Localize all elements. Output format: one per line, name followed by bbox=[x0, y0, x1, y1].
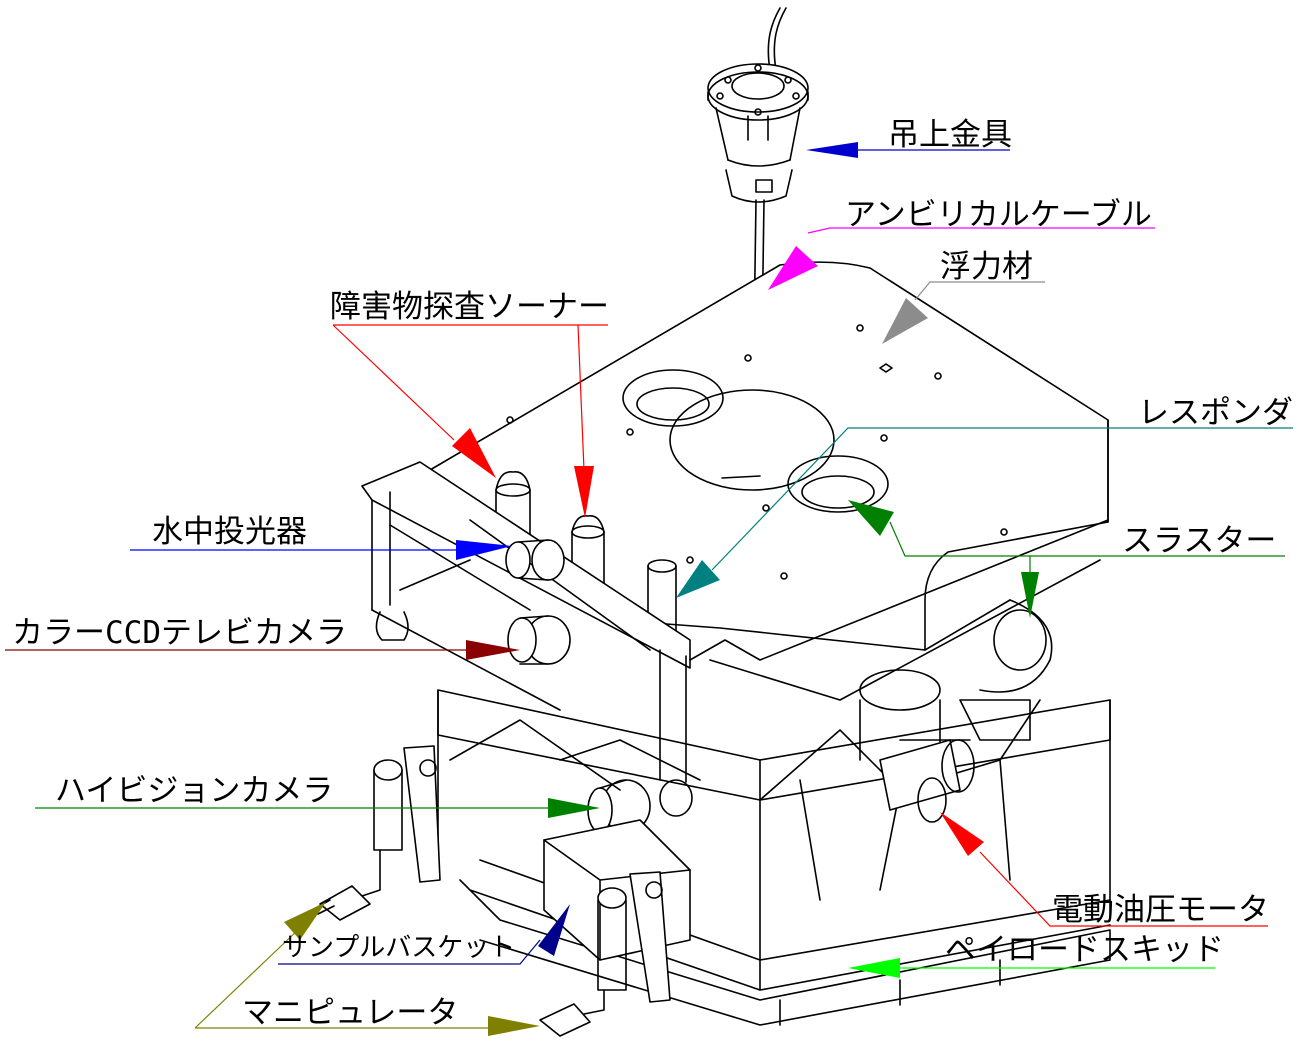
leader-umbilical bbox=[807, 227, 1155, 234]
leader-thruster bbox=[889, 521, 1285, 557]
label-hdtv-camera: ハイビジョンカメラ bbox=[55, 773, 334, 809]
arrow-manipulator-a bbox=[284, 902, 326, 940]
arrow-manipulator-b bbox=[488, 1016, 540, 1036]
leader-sonar-a bbox=[332, 324, 455, 441]
buoyancy-deck bbox=[429, 261, 1109, 651]
leader-hydraulic-motor bbox=[979, 851, 1268, 927]
leader-transponder bbox=[711, 427, 1293, 571]
thrusters bbox=[859, 599, 1053, 761]
arrow-thruster bbox=[848, 500, 894, 536]
leader-lines bbox=[5, 142, 1293, 1036]
leader-sample-basket bbox=[278, 939, 541, 965]
label-hydraulic-motor: 電動油圧モータ bbox=[1052, 892, 1269, 928]
label-underwater-light: 水中投光器 bbox=[152, 514, 307, 550]
arrow-lifting-bracket bbox=[806, 142, 858, 158]
label-payload-skid: ペイロードスキッド bbox=[945, 932, 1224, 968]
label-umbilical-cable: アンビリカルケーブル bbox=[845, 197, 1152, 233]
arrow-buoyancy bbox=[882, 298, 928, 344]
arrow-thruster-down bbox=[1021, 572, 1039, 618]
arrow-ccd-camera bbox=[466, 640, 520, 660]
label-transponder: レスポンダ bbox=[1138, 395, 1293, 431]
leader-sonar-b bbox=[577, 324, 585, 471]
label-ccd-camera: カラーCCDテレビカメラ bbox=[12, 615, 347, 651]
arrow-payload-skid bbox=[848, 958, 900, 978]
arrow-umbilical bbox=[768, 246, 818, 290]
vehicle-drawing bbox=[315, 7, 1111, 1037]
arrow-sample-basket bbox=[538, 904, 570, 956]
arrow-transponder bbox=[676, 560, 720, 598]
label-lifting-bracket: 吊上金具 bbox=[888, 117, 1012, 153]
label-obstacle-sonar: 障害物探査ソーナー bbox=[330, 289, 609, 325]
leader-manipulator-a bbox=[194, 927, 301, 1029]
light-and-cameras bbox=[505, 539, 693, 833]
label-thruster: スラスター bbox=[1122, 523, 1277, 559]
lifting-bracket-part bbox=[707, 7, 809, 479]
arrow-hdtv-camera bbox=[548, 798, 600, 818]
arrow-sonar-b bbox=[574, 466, 594, 518]
arrow-hydraulic-motor bbox=[940, 812, 984, 856]
label-manipulator: マニピュレータ bbox=[242, 995, 459, 1031]
leader-buoyancy bbox=[914, 281, 1045, 301]
label-sample-basket: サンプルバスケット bbox=[282, 933, 516, 963]
label-buoyancy-material: 浮力材 bbox=[940, 249, 1033, 285]
arrow-sonar-a bbox=[452, 428, 496, 478]
arrow-underwater-light bbox=[456, 540, 512, 560]
